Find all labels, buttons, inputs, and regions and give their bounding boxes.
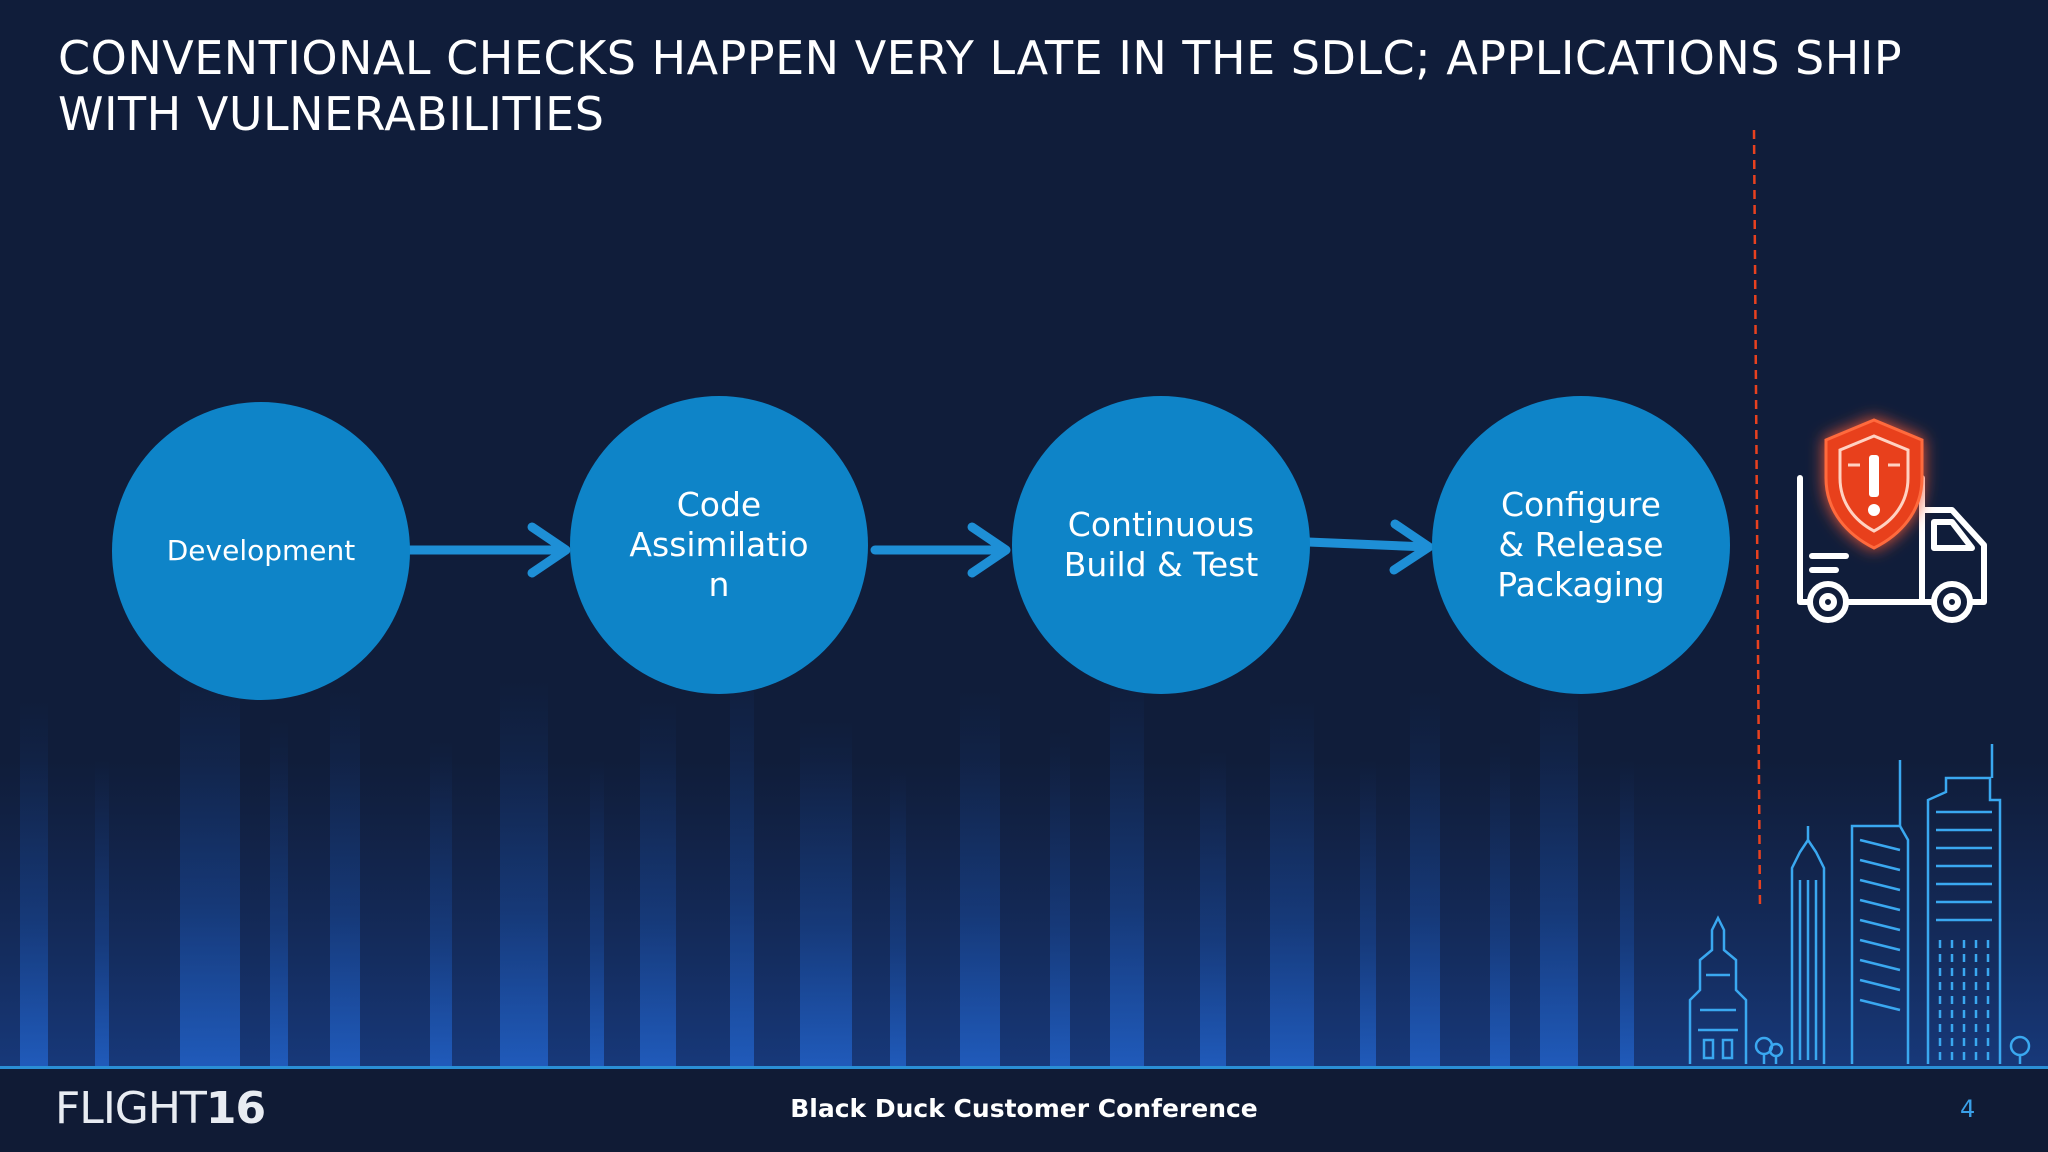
arrow-1	[405, 522, 571, 578]
logo-text: FLIGHT	[55, 1083, 207, 1134]
page-number: 4	[1960, 1095, 1976, 1123]
footer-bar	[0, 1066, 2048, 1152]
step-code-assimilation: Code Assimilatio n	[570, 396, 868, 694]
logo-number: 16	[205, 1083, 266, 1134]
step-continuous-build-test: Continuous Build & Test	[1012, 396, 1310, 694]
step-label: Configure & Release Packaging	[1497, 485, 1665, 604]
slide-title: CONVENTIONAL CHECKS HAPPEN VERY LATE IN …	[58, 31, 1903, 141]
step-label: Continuous Build & Test	[1063, 505, 1259, 584]
conference-name: Black Duck Customer Conference	[790, 1094, 1258, 1123]
step-development: Development	[112, 402, 410, 700]
step-label: Development	[166, 534, 356, 567]
step-label: Code Assimilatio n	[629, 485, 809, 604]
arrow-3	[1303, 519, 1434, 575]
arrow-2	[870, 522, 1011, 578]
flight16-logo: FLIGHT16	[55, 1082, 266, 1136]
step-configure-release: Configure & Release Packaging	[1432, 396, 1730, 694]
